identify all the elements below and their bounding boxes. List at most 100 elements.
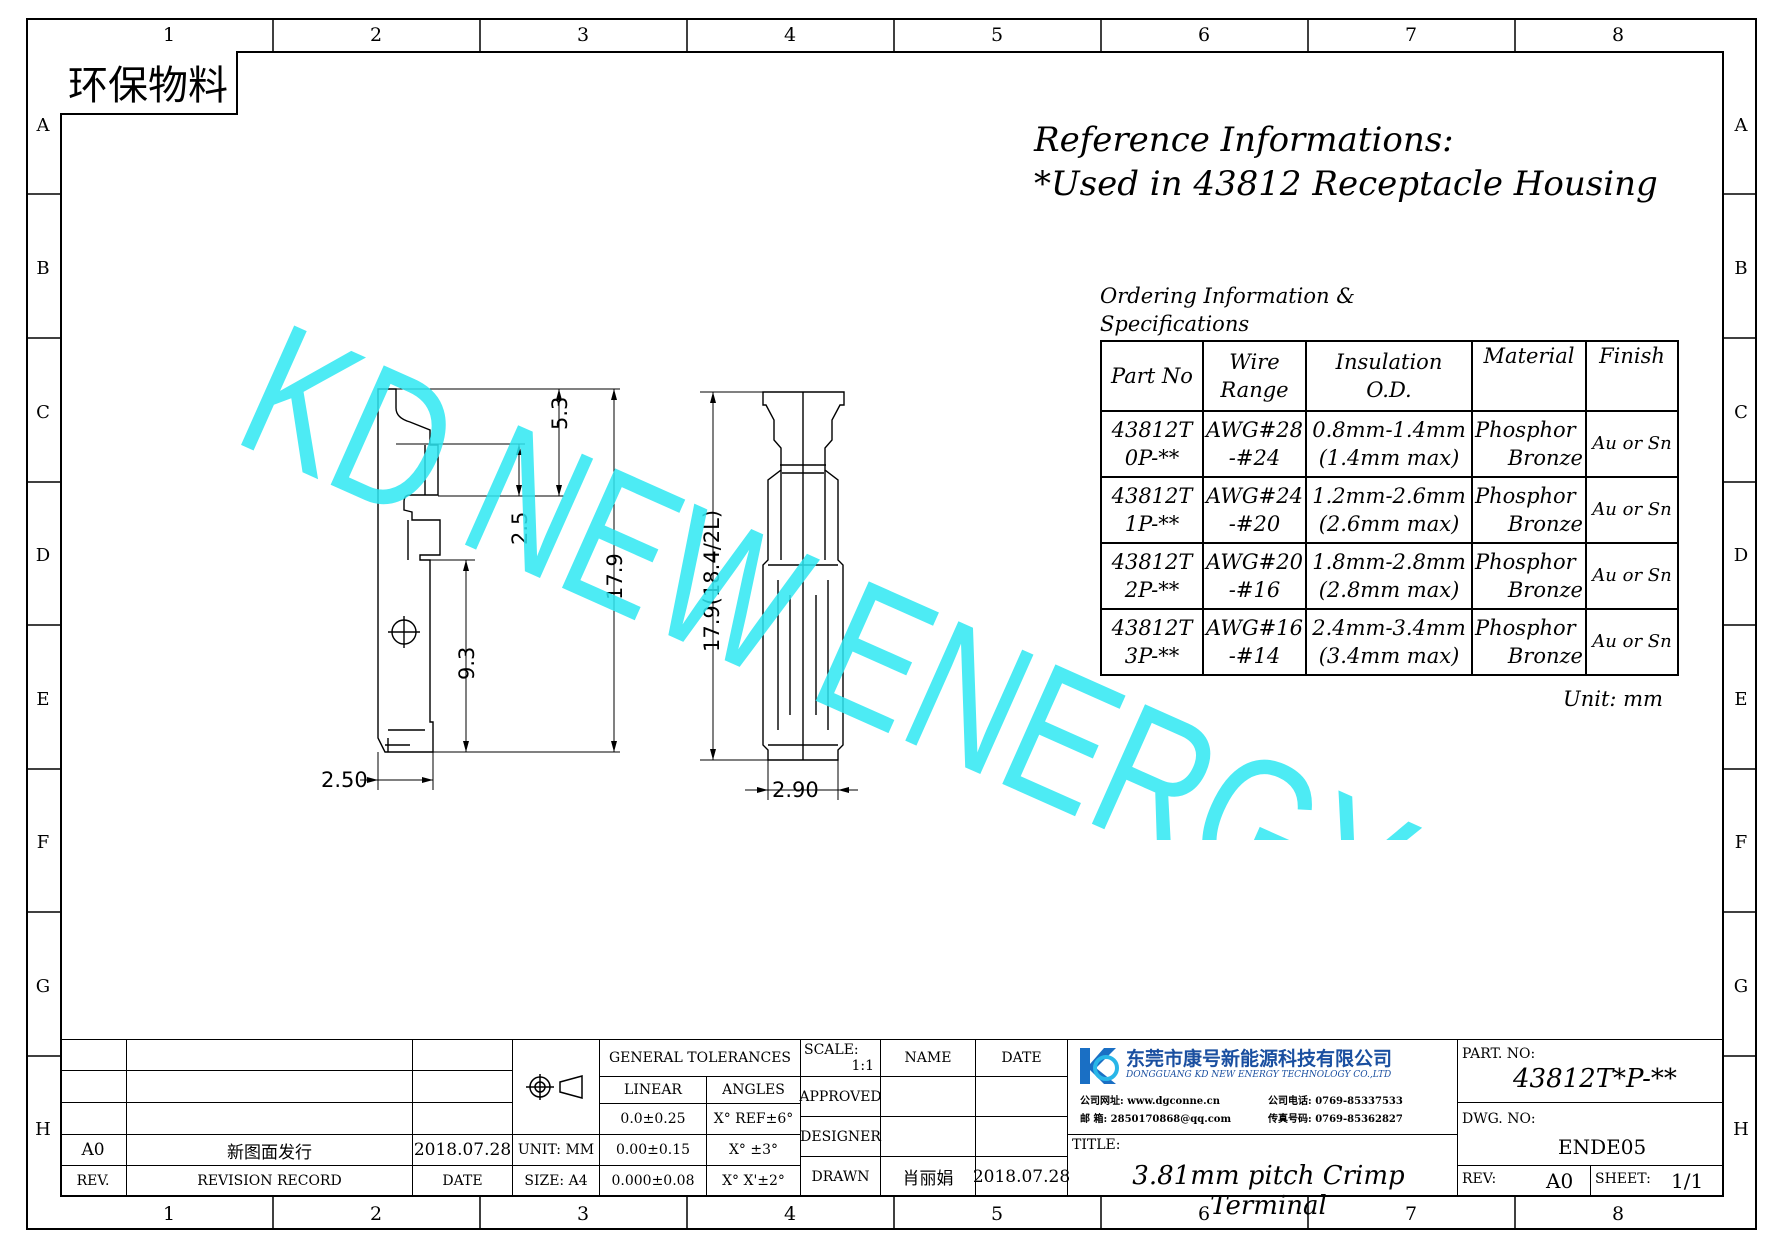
rev-value: A0 bbox=[60, 1135, 127, 1166]
side-view-outline bbox=[377, 388, 441, 753]
website[interactable]: www.dgconne.cn bbox=[1127, 1096, 1220, 1107]
col-num-4-bottom: 4 bbox=[783, 1203, 797, 1225]
dim-2-90: 2.90 bbox=[772, 778, 819, 802]
wire-range-cell: AWG#20-#16 bbox=[1202, 542, 1307, 610]
designer-date bbox=[976, 1117, 1068, 1157]
rev-empty-1 bbox=[60, 1039, 127, 1071]
wire-range-line-2: -#16 bbox=[1228, 578, 1281, 602]
wire-range-cell: AWG#28-#24 bbox=[1202, 410, 1307, 478]
website-label: 公司网址: bbox=[1080, 1096, 1124, 1107]
part-no-cell: 43812T 3P-** bbox=[1100, 608, 1204, 676]
title-block: A0 新图面发行 2018.07.28 REV. REVISION RECORD… bbox=[60, 1039, 1724, 1221]
rev-empty-3 bbox=[413, 1039, 513, 1071]
insulation-cell: 0.8mm-1.4mm (1.4mm max) bbox=[1305, 410, 1473, 478]
row-letter-c: C bbox=[36, 402, 50, 423]
size-a4: SIZE: A4 bbox=[513, 1166, 600, 1197]
col-num-5-bottom: 5 bbox=[990, 1203, 1004, 1225]
reference-line-2: *Used in 43812 Receptacle Housing bbox=[1034, 164, 1658, 204]
rev-empty-2 bbox=[127, 1039, 413, 1071]
company-name-cn: 东莞市康号新能源科技有限公司 bbox=[1126, 1048, 1393, 1070]
finish-cell: Au or Sn bbox=[1585, 608, 1679, 676]
dim-17-9-alt: 17.9(18.4/2L) bbox=[700, 509, 724, 652]
part-no-label: PART. NO: bbox=[1462, 1046, 1536, 1062]
revision-record-label: REVISION RECORD bbox=[127, 1166, 413, 1197]
fax-line: 传真号码: 0769-85362827 bbox=[1268, 1110, 1403, 1125]
ordering-title-line-2: Specifications bbox=[1100, 312, 1250, 336]
front-view-inner bbox=[768, 464, 838, 746]
row-letter-g-right: G bbox=[1733, 976, 1749, 997]
row-letter-a: A bbox=[36, 115, 50, 136]
rev-label: REV. bbox=[60, 1166, 127, 1197]
part-no-line-2: 0P-** bbox=[1124, 446, 1180, 470]
insulation-line-2: (1.4mm max) bbox=[1318, 446, 1460, 470]
linear-label: LINEAR bbox=[600, 1077, 707, 1104]
part-no-line-2: 3P-** bbox=[1124, 644, 1180, 668]
header-wire-range-line-1: Wire bbox=[1229, 350, 1280, 374]
phone-line: 公司电话: 0769-85337533 bbox=[1268, 1092, 1403, 1107]
wire-range-line-2: -#14 bbox=[1228, 644, 1281, 668]
revision-date: 2018.07.28 bbox=[413, 1135, 513, 1166]
row-letter-e-right: E bbox=[1734, 689, 1748, 710]
tolerance-3: 0.000±0.08 bbox=[600, 1166, 707, 1197]
fax-label: 传真号码: bbox=[1268, 1114, 1312, 1125]
col-num-2: 2 bbox=[369, 24, 383, 46]
wire-range-line-2: -#20 bbox=[1228, 512, 1281, 536]
col-num-3-bottom: 3 bbox=[576, 1203, 590, 1225]
website-line: 公司网址: www.dgconne.cn bbox=[1080, 1092, 1220, 1107]
environmental-material-label: 环保物料 bbox=[60, 51, 238, 115]
col-num-8-bottom: 8 bbox=[1611, 1203, 1625, 1225]
tolerance-1: 0.0±0.25 bbox=[600, 1104, 707, 1135]
angles-label: ANGLES bbox=[707, 1077, 801, 1104]
email[interactable]: 2850170868@qq.com bbox=[1110, 1114, 1232, 1125]
insulation-line-1: 0.8mm-1.4mm bbox=[1312, 418, 1466, 442]
insulation-line-1: 1.2mm-2.6mm bbox=[1312, 484, 1466, 508]
row-letter-e: E bbox=[36, 689, 50, 710]
rev-empty-8 bbox=[127, 1103, 413, 1135]
insulation-line-1: 1.8mm-2.8mm bbox=[1312, 550, 1466, 574]
material-line-1: Phosphor bbox=[1475, 418, 1576, 442]
col-num-7-bottom: 7 bbox=[1404, 1203, 1418, 1225]
date-label: DATE bbox=[413, 1166, 513, 1197]
rev-empty-9 bbox=[413, 1103, 513, 1135]
part-no-line-1: 43812T bbox=[1111, 616, 1193, 640]
dim-2-50: 2.50 bbox=[321, 768, 368, 792]
col-num-6-bottom: 6 bbox=[1197, 1203, 1211, 1225]
projection-symbol-icon bbox=[526, 1074, 583, 1100]
dwg-no-cell: DWG. NO: ENDE05 bbox=[1458, 1103, 1724, 1166]
insulation-line-1: 2.4mm-3.4mm bbox=[1312, 616, 1466, 640]
projection-symbol bbox=[513, 1039, 600, 1135]
insulation-line-2: (2.6mm max) bbox=[1318, 512, 1460, 536]
dwg-no-value: ENDE05 bbox=[1558, 1135, 1647, 1159]
email-line: 邮 箱: 2850170868@qq.com bbox=[1080, 1110, 1231, 1125]
name-col-label: NAME bbox=[881, 1039, 976, 1077]
drawing-outer-frame bbox=[26, 18, 1757, 1230]
header-material: Material bbox=[1471, 340, 1587, 412]
row-letter-c-right: C bbox=[1734, 402, 1748, 423]
col-num-1: 1 bbox=[162, 24, 176, 46]
phone-label: 公司电话: bbox=[1268, 1096, 1312, 1107]
designer-label: DESIGNER bbox=[800, 1117, 881, 1157]
kd-logo-icon bbox=[1080, 1048, 1119, 1084]
sheet-cell: SHEET: 1/1 bbox=[1591, 1166, 1724, 1197]
row-letter-b-right: B bbox=[1734, 258, 1748, 279]
rev-empty-7 bbox=[60, 1103, 127, 1135]
company-name-en: DONGGUANG KD NEW ENERGY TECHNOLOGY CO.,L… bbox=[1126, 1070, 1392, 1080]
angle-tolerance-1: X° REF±6° bbox=[707, 1104, 801, 1135]
unit-mm: UNIT: MM bbox=[513, 1135, 600, 1166]
dim-2-5: 2.5 bbox=[508, 511, 532, 545]
col-num-8: 8 bbox=[1611, 24, 1625, 46]
ordering-title-line-1: Ordering Information & bbox=[1100, 284, 1355, 308]
finish-cell: Au or Sn bbox=[1585, 476, 1679, 544]
row-letter-h-right: H bbox=[1733, 1119, 1749, 1140]
scale-value: 1:1 bbox=[851, 1058, 874, 1074]
